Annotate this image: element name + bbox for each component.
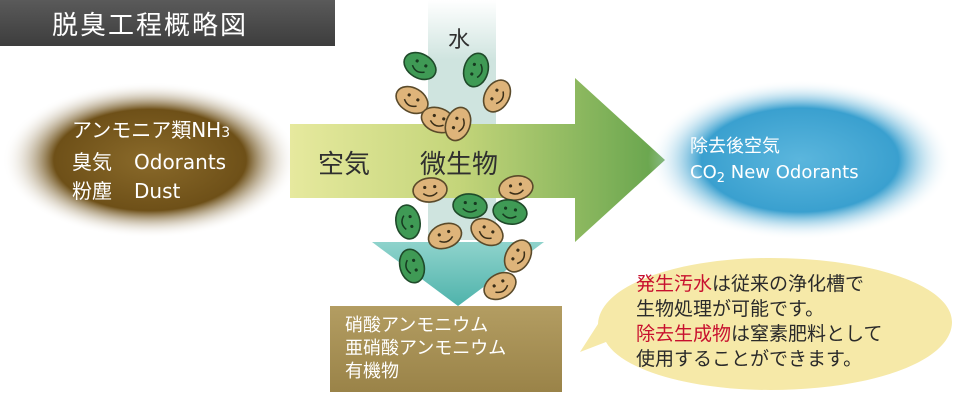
byproduct-line: 硝酸アンモニウム [345, 315, 489, 336]
source-ellipse [2, 82, 298, 238]
byproduct-line: 亜硝酸アンモニウム [345, 338, 507, 359]
result-text: 除去後空気 CO2 New Odorants [690, 134, 859, 188]
note-line-3: 除去生成物は窒素肥料として [636, 323, 883, 345]
title-bar: 脱臭工程概略図 [0, 0, 335, 46]
note-line-1: 発生汚水は従来の浄化槽で [636, 273, 865, 295]
result-ellipse [648, 80, 952, 240]
source-line-ammonia: アンモニア類NH3 [72, 118, 231, 142]
byproduct-box [330, 306, 562, 392]
result-line-air: 除去後空気 [690, 136, 780, 157]
microbe-label: 微生物 [420, 150, 499, 180]
smiley-microbe-icon [490, 196, 530, 228]
result-line-co2: CO2 New Odorants [690, 162, 859, 186]
note-line-2: 生物処理が可能です。 [636, 298, 825, 320]
byproduct-text: 硝酸アンモニウム 亜硝酸アンモニウム 有機物 [345, 314, 506, 383]
byproduct-line: 有機物 [345, 361, 399, 382]
air-label: 空気 [318, 150, 371, 180]
main-arrow [290, 78, 665, 242]
page-title: 脱臭工程概略図 [52, 11, 249, 41]
note-line-4: 使用することができます。 [636, 348, 863, 370]
note-bubble [580, 258, 952, 390]
water-label: 水 [448, 28, 471, 53]
note-text: 発生汚水は従来の浄化槽で 生物処理が可能です。 除去生成物は窒素肥料として 使用… [636, 272, 882, 372]
smiley-microbe-icon [392, 202, 424, 242]
